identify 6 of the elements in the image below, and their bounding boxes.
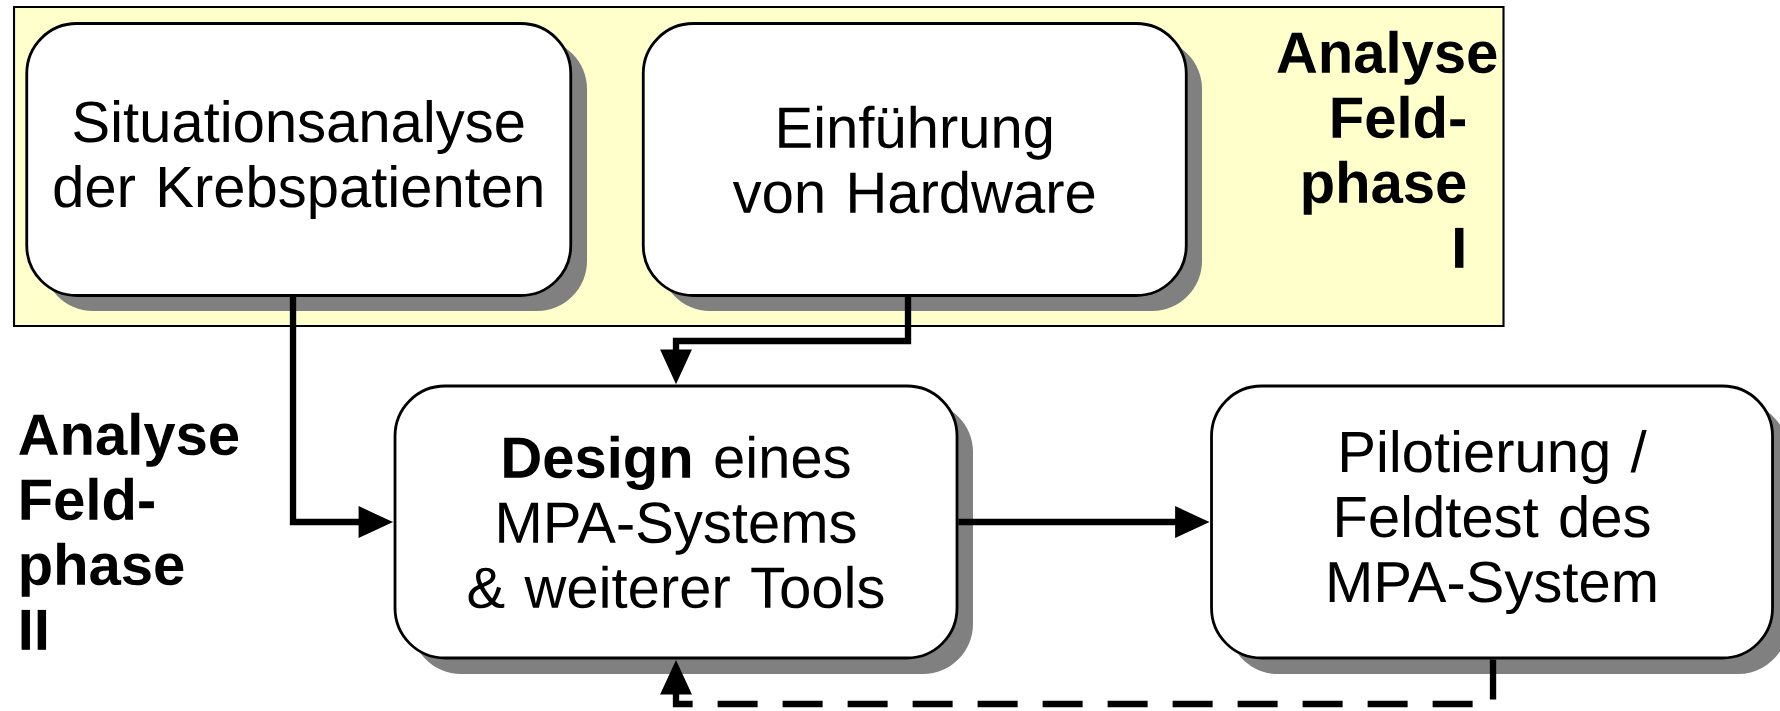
process-box: Design eines MPA-Systems & weiterer Tools xyxy=(393,384,973,675)
phase-label: Analyse Feld- phase II xyxy=(19,412,239,650)
process-box: Situationsanalyse der Krebspatienten xyxy=(25,22,587,311)
process-box: Einführung von Hardware xyxy=(641,22,1203,311)
arrow xyxy=(660,659,1497,708)
process-box: Pilotierung / Feldtest des MPA-System xyxy=(1210,384,1780,675)
